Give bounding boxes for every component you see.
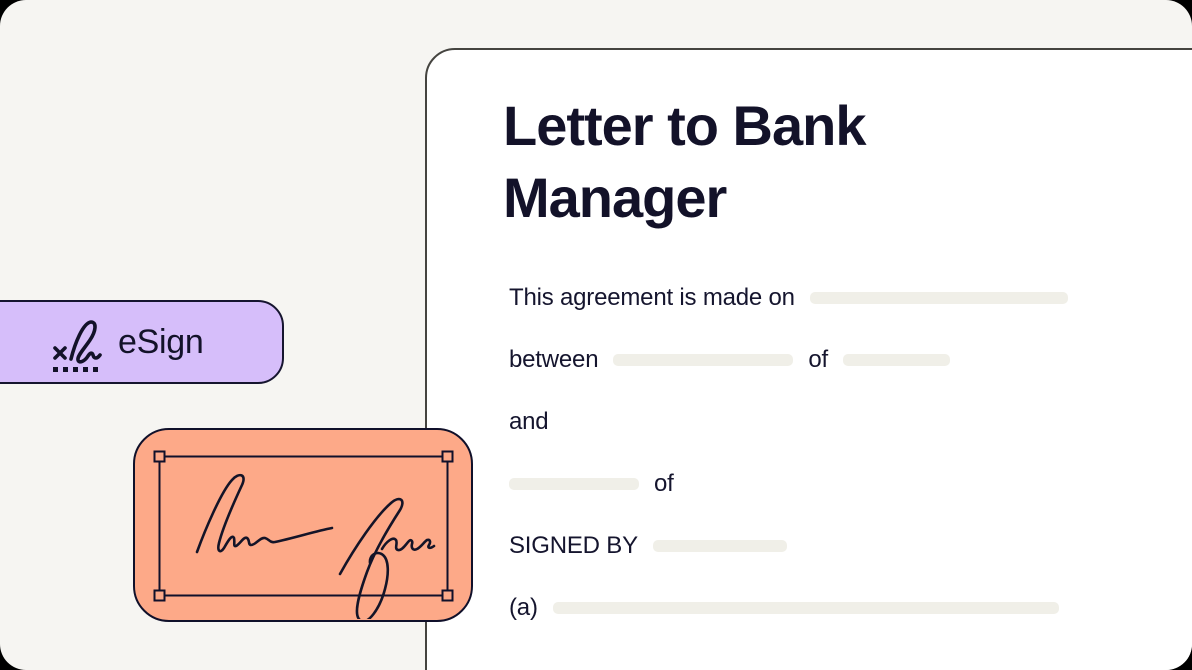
- document-text: SIGNED BY: [509, 532, 638, 559]
- placeholder-field: [809, 292, 1068, 304]
- document-text: (a): [509, 594, 538, 621]
- signature-x-icon: [53, 320, 102, 372]
- resize-handle-top-right[interactable]: [441, 450, 454, 463]
- placeholder-field: [613, 354, 794, 366]
- placeholder-field: [552, 602, 1059, 614]
- esign-badge[interactable]: eSign: [0, 300, 284, 384]
- document-line: SIGNED BY: [509, 531, 1169, 561]
- selection-frame: [158, 455, 449, 597]
- resize-handle-top-left[interactable]: [153, 450, 166, 463]
- placeholder-field: [842, 354, 950, 366]
- document-line: between of: [509, 345, 1169, 375]
- placeholder-field: [652, 540, 787, 552]
- document-line: This agreement is made on: [509, 283, 1169, 313]
- document-text: of: [654, 470, 674, 497]
- document-line: and: [509, 407, 1169, 437]
- document-text: of: [808, 346, 828, 373]
- document-text: and: [509, 408, 549, 435]
- document-line: (a): [509, 593, 1169, 623]
- resize-handle-bottom-left[interactable]: [153, 589, 166, 602]
- resize-handle-bottom-right[interactable]: [441, 589, 454, 602]
- document-text: This agreement is made on: [509, 284, 795, 311]
- document-text: between: [509, 346, 599, 373]
- esign-badge-label: eSign: [118, 322, 204, 361]
- signature-block[interactable]: [133, 428, 473, 622]
- document-title: Letter to Bank Manager: [503, 94, 867, 229]
- placeholder-field: [509, 478, 639, 490]
- document-line: of: [509, 469, 1169, 499]
- handwritten-signature: [195, 473, 436, 619]
- document-card: Letter to Bank Manager This agreement is…: [425, 48, 1192, 670]
